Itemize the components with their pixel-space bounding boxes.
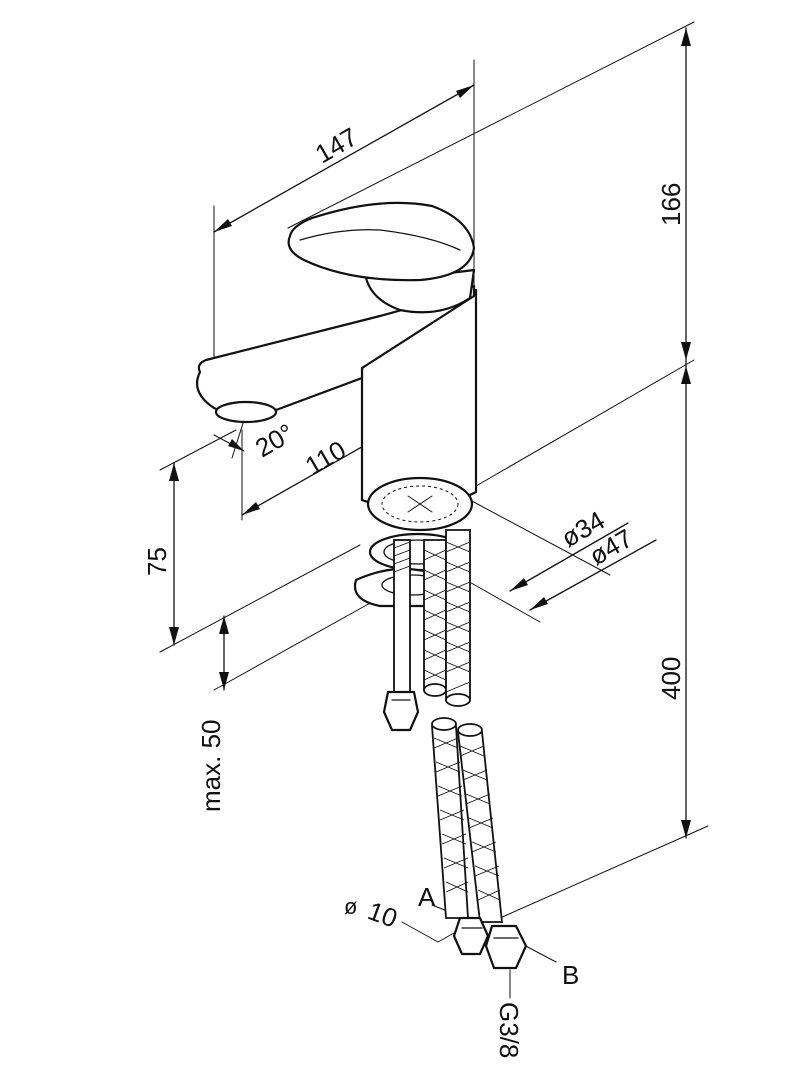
label-hose-a: A [418, 882, 436, 912]
label-thread: G3/8 [494, 1002, 524, 1058]
faucet-body [196, 201, 478, 511]
label-hose-diameter: 10 [364, 895, 401, 933]
label-hose-diameter-symbol: ø [344, 894, 357, 919]
label-max-50: max. 50 [196, 720, 226, 813]
label-110: 110 [300, 434, 351, 481]
label-hose-b: B [562, 960, 579, 990]
label-147: 147 [310, 122, 363, 170]
label-400: 400 [656, 657, 686, 700]
hoses-lower [431, 717, 528, 970]
hoses-upper [423, 529, 471, 707]
label-75: 75 [142, 547, 172, 576]
label-166: 166 [656, 183, 686, 226]
label-20-degree: 20° [250, 418, 299, 464]
